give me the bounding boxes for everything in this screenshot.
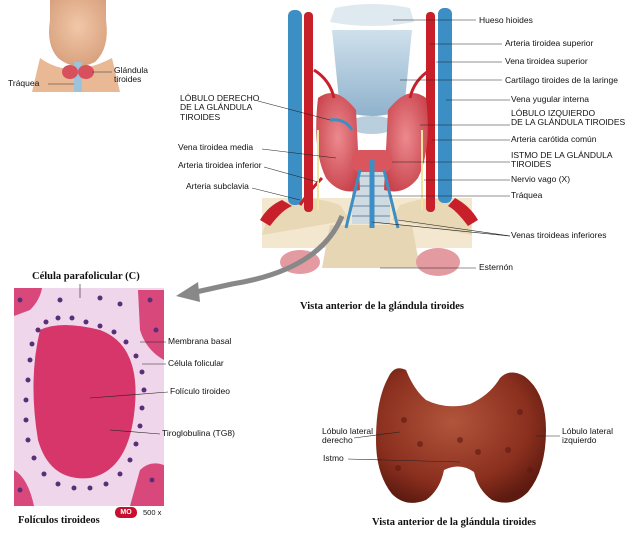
label-superior-thyroid-artery: Arteria tiroidea superior xyxy=(505,39,593,48)
caption-micrograph: Folículos tiroideos xyxy=(18,515,100,526)
label-specimen-isthmus: Istmo xyxy=(323,454,344,463)
label-left-lateral-lobe: Lóbulo lateral izquierdo xyxy=(562,427,613,446)
stain-badge: MO xyxy=(115,507,137,518)
specimen-photo xyxy=(376,368,546,503)
label-thyroid-inset: Glándula tiroides xyxy=(114,66,148,85)
label-superior-thyroid-vein: Vena tiroidea superior xyxy=(505,57,588,66)
label-thyroglobulin: Tiroglobulina (TG8) xyxy=(162,429,235,438)
neck-inset xyxy=(32,0,120,92)
arrow-head xyxy=(176,282,200,302)
label-follicular-cell: Célula folicular xyxy=(168,359,224,368)
label-thyroid-cartilage: Cartílago tiroides de la laringe xyxy=(505,76,618,85)
magnification: 500 x xyxy=(143,508,161,517)
label-sternum: Esternón xyxy=(479,263,513,272)
label-middle-thyroid-vein: Vena tiroidea media xyxy=(178,143,253,152)
label-vagus-nerve: Nervio vago (X) xyxy=(511,175,570,184)
label-inferior-thyroid-veins: Venas tiroideas inferiores xyxy=(511,231,606,240)
label-common-carotid: Arteria carótida común xyxy=(511,135,597,144)
caption-anterior-view: Vista anterior de la glándula tiroides xyxy=(300,301,464,312)
label-left-lobe: LÓBULO IZQUIERDO DE LA GLÁNDULA TIROIDES xyxy=(511,109,625,128)
caption-specimen: Vista anterior de la glándula tiroides xyxy=(372,517,536,528)
label-internal-jugular-vein: Vena yugular interna xyxy=(511,95,589,104)
label-thyroid-follicle: Folículo tiroideo xyxy=(170,387,230,396)
label-trachea: Tráquea xyxy=(511,191,542,200)
label-trachea-inset: Tráquea xyxy=(8,79,39,88)
label-isthmus: ISTMO DE LA GLÁNDULA TIROIDES xyxy=(511,151,613,170)
label-right-lobe: LÓBULO DERECHO DE LA GLÁNDULA TIROIDES xyxy=(180,94,259,122)
micrograph-title: Célula parafolicular (C) xyxy=(32,271,140,282)
label-right-lateral-lobe: Lóbulo lateral derecho xyxy=(322,427,373,446)
label-hyoid-bone: Hueso hioides xyxy=(479,16,533,25)
label-subclavian-artery: Arteria subclavia xyxy=(186,182,249,191)
label-basement-membrane: Membrana basal xyxy=(168,337,231,346)
label-inferior-thyroid-artery: Arteria tiroidea inferior xyxy=(178,161,262,170)
micrograph-image xyxy=(14,288,164,506)
